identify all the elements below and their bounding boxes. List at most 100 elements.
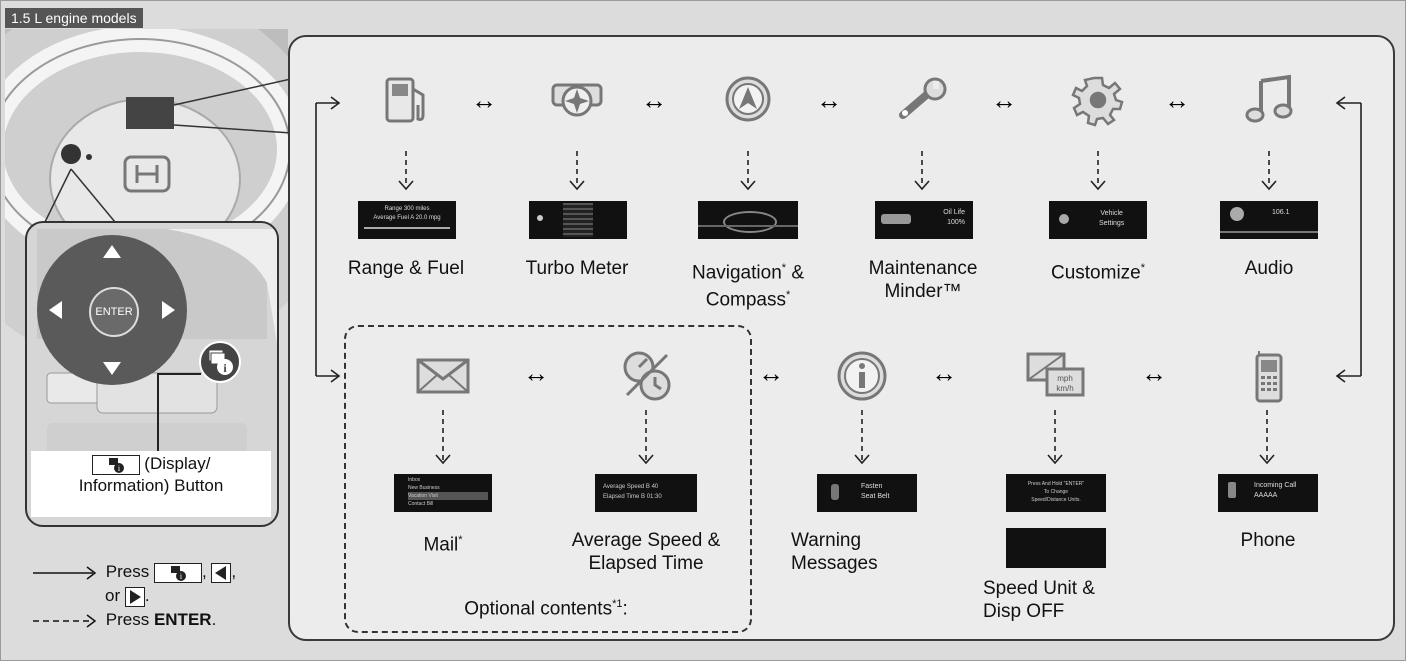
elapsed-time-word: Elapsed Time [588, 553, 704, 574]
optional-word: Optional contents [464, 598, 613, 620]
turbo-meter-screen [529, 201, 627, 239]
navigation-screen [698, 201, 798, 239]
right-arrow-icon[interactable] [162, 301, 175, 319]
customize-word: Customize [1050, 262, 1141, 284]
range-fuel-screen: Range 300 miles Average Fuel A 20.0 mpg [358, 201, 456, 239]
speed-unit-line2: To Change [1043, 489, 1069, 495]
svg-text:i: i [223, 361, 227, 375]
average-speed-line: Average Speed B 40 [603, 484, 659, 490]
loop-arrows [315, 96, 1362, 383]
mail-word: Mail [423, 534, 459, 556]
display-info-glyph: i [153, 562, 202, 583]
svg-text:km/h: km/h [1056, 384, 1073, 393]
compass-mark: * [785, 289, 791, 302]
control-zoom-inset: ENTER i i (Display/ Information) Button [25, 221, 279, 527]
fuel-pump-icon [383, 75, 431, 125]
dashed-arrow-icon [33, 613, 97, 628]
legend-enter-word: ENTER [153, 610, 212, 629]
section-tab: 1.5 L engine models [5, 8, 143, 28]
top-arrow-5: ↔ [1164, 85, 1190, 115]
range-screen-line2: Average Fuel A 20.0 mpg [373, 215, 441, 221]
navigation-word: Navigation [691, 262, 782, 284]
top-arrow-3: ↔ [816, 85, 842, 115]
maintenance-word: Maintenance [868, 258, 978, 279]
mail-item-2: New Business [408, 485, 440, 491]
legend-period-2: . [211, 610, 217, 629]
legend-comma-2: , [231, 562, 237, 581]
speed-unit-label: Speed Unit & Disp OFF [983, 577, 1133, 623]
legend-or: or [105, 586, 121, 605]
mail-item-4: Contact Bill [408, 501, 434, 507]
optional-mark: *1 [612, 598, 623, 610]
compass-word: Compass [705, 289, 786, 311]
svg-text:i: i [180, 572, 183, 581]
audio-screen: 106.1 [1220, 201, 1318, 239]
warning-screen: Fasten Seat Belt [817, 474, 917, 512]
mail-item-3: Vacation Visit [408, 492, 488, 500]
speed-time-icon [617, 345, 677, 405]
top-arrow-4: ↔ [991, 85, 1017, 115]
solid-arrow-icon [33, 565, 97, 580]
average-speed-label: Average Speed & Elapsed Time [561, 529, 731, 575]
audio-label: Audio [1244, 258, 1294, 279]
speed-unit-line3: Speed/Distance Units. [1031, 497, 1081, 503]
legend-press: Press [105, 562, 150, 581]
down-arrow-icon[interactable] [103, 362, 121, 375]
optional-colon: : [622, 598, 628, 620]
mail-label: Mail* [358, 529, 528, 556]
four-way-pad[interactable]: ENTER [37, 235, 187, 385]
info-icon [835, 349, 889, 403]
elapsed-time-line: Elapsed Time B 01:30 [603, 494, 662, 500]
legend-press-enter: Press [105, 610, 150, 629]
incoming-call-line: Incoming Call [1254, 482, 1297, 489]
left-glyph-icon [211, 562, 232, 583]
customize-screen: Vehicle Settings [1049, 201, 1147, 239]
bottom-arrow-1: ↔ [523, 358, 549, 388]
phone-screen: Incoming Call AAAAA [1218, 474, 1318, 512]
turbo-meter-label: Turbo Meter [525, 258, 629, 279]
compass-icon [723, 73, 773, 125]
messages-word: Messages [791, 553, 878, 574]
display-off-screen [1006, 528, 1106, 568]
customize-label: Customize* [1013, 257, 1183, 284]
maintenance-screen: Oil Life 100% [875, 201, 973, 239]
speed-unit-screen: Press And Hold "ENTER" To Change Speed/D… [1006, 474, 1106, 512]
range-fuel-label: Range & Fuel [347, 258, 465, 279]
optional-contents-box [344, 325, 752, 633]
legend-period: . [144, 586, 150, 605]
phone-icon [1251, 351, 1285, 403]
display-info-button[interactable]: i [199, 341, 241, 383]
maintenance-label: Maintenance Minder™ [848, 257, 998, 303]
music-note-icon [1245, 73, 1295, 125]
average-speed-word: Average Speed & [571, 530, 721, 551]
navigation-mark: * [781, 262, 787, 274]
bottom-arrow-4: ↔ [1141, 358, 1167, 388]
enter-button[interactable]: ENTER [89, 287, 139, 337]
legend-comma: , [201, 562, 207, 581]
speed-unit-line1: Press And Hold "ENTER" [1027, 481, 1085, 487]
average-speed-screen: Average Speed B 40 Elapsed Time B 01:30 [595, 474, 697, 512]
mail-item-1: Inbox [408, 477, 421, 483]
caller-name-line: AAAAA [1254, 492, 1278, 499]
warning-word: Warning [791, 530, 862, 551]
customize-mark: * [1140, 262, 1146, 274]
top-arrow-1: ↔ [471, 85, 497, 115]
gear-icon [1071, 73, 1125, 127]
bottom-arrow-3: ↔ [931, 358, 957, 388]
button-caption-line1: (Display/ [144, 454, 211, 473]
navigation-label: Navigation* & Compass* [663, 257, 833, 312]
warning-label: Warning Messages [791, 529, 921, 575]
minder-word: Minder™ [884, 281, 962, 302]
bottom-arrow-2: ↔ [758, 358, 784, 388]
optional-contents-label: Optional contents*1: [401, 593, 691, 620]
top-arrow-2: ↔ [641, 85, 667, 115]
svg-text:i: i [117, 464, 120, 473]
menu-panel [288, 35, 1395, 641]
warning-line2: Seat Belt [861, 493, 890, 500]
disp-off-word: Disp OFF [983, 601, 1065, 622]
left-arrow-icon[interactable] [49, 301, 62, 319]
up-arrow-icon[interactable] [103, 245, 121, 258]
settings-label: Settings [1099, 220, 1125, 227]
vehicle-label: Vehicle [1100, 210, 1123, 217]
